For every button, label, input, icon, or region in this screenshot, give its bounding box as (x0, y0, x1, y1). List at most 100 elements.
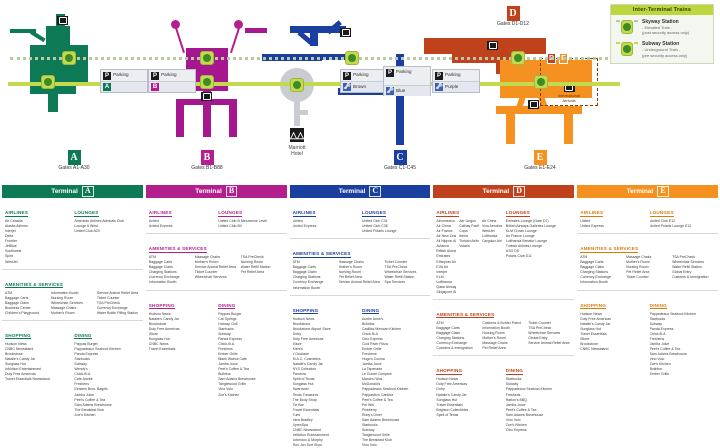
list-item[interactable]: Sunglass Hut (148, 336, 170, 341)
list-item[interactable]: Sam Adams Brewhouse (505, 412, 544, 417)
list-item[interactable]: Mother's Room (338, 265, 363, 270)
subway-station-b[interactable] (200, 75, 214, 89)
list-item[interactable]: Vino Volo (218, 387, 233, 392)
list-item[interactable]: Jamba Juice (505, 402, 526, 407)
list-item[interactable]: Sunglass Hut (5, 362, 26, 367)
list-item[interactable]: XpresSpa (292, 422, 308, 427)
list-item[interactable]: Baggage Claim (5, 300, 29, 305)
list-item[interactable]: Panda Express (74, 352, 99, 356)
parking-box-a[interactable]: P Parking A (100, 69, 148, 93)
list-item[interactable]: Lufthansa Senator Lounge (505, 239, 548, 244)
list-item[interactable]: Nursing Room (482, 331, 505, 336)
list-item[interactable]: Pappasito's Cantina (362, 392, 394, 397)
list-item[interactable]: iStore (148, 331, 158, 336)
list-item[interactable]: Travel Essentials (292, 407, 320, 412)
list-item[interactable]: Interjet (436, 269, 448, 274)
list-item[interactable]: TSA PreCheck (384, 265, 408, 270)
list-item[interactable]: McDonald's (362, 382, 381, 387)
terminal-a-roadway-diag[interactable] (29, 30, 46, 43)
list-item[interactable]: TSA PreCheck (96, 300, 120, 305)
list-item[interactable]: British Airways (436, 249, 456, 254)
terminal-a-pier-south-stub[interactable] (48, 94, 58, 112)
list-item[interactable]: Brookstone (5, 352, 23, 356)
list-item[interactable]: Baggage Carts (148, 260, 173, 265)
list-item[interactable]: Charging Stations (580, 270, 609, 275)
terminal-c-baggage-claim-icon[interactable] (340, 28, 351, 37)
list-item[interactable]: Customs & Immigration (436, 346, 473, 351)
list-item[interactable]: Subway (218, 331, 231, 336)
list-item[interactable]: Starbucks (505, 377, 522, 382)
list-item[interactable]: Sam Adams Brewhouse (74, 402, 112, 407)
list-item[interactable]: United Club C38 (362, 224, 388, 229)
list-item[interactable]: Cargolux Airlines (481, 239, 502, 244)
list-item[interactable]: Freshens (649, 336, 665, 341)
list-item[interactable]: Starbucks (74, 357, 90, 362)
list-item[interactable]: ATM (580, 255, 588, 260)
list-item[interactable]: Freshens (505, 392, 521, 397)
list-item[interactable]: Ember Grille (649, 372, 670, 377)
list-item[interactable]: Subway (74, 362, 87, 367)
list-item[interactable]: Pei Wei (362, 402, 374, 407)
list-item[interactable]: Massage Chairs (194, 255, 221, 260)
list-item[interactable]: Sam Adams Brewhouse (218, 377, 256, 382)
list-item[interactable]: Cibo Express (362, 336, 383, 341)
list-item[interactable]: Bullritos (649, 367, 663, 372)
list-item[interactable]: Starbucks (649, 316, 666, 321)
list-item[interactable]: L'Occitane (292, 352, 310, 356)
list-item[interactable]: Ruby's Diner (362, 412, 382, 417)
list-item[interactable]: Polaris Club D11 (505, 254, 532, 259)
list-item[interactable]: Subway (505, 382, 519, 387)
list-item[interactable]: Water Bottle Filling Station (96, 310, 138, 315)
list-item[interactable]: Viva Aerobus (481, 224, 502, 229)
list-item[interactable]: Peet's Coffee & Tea (74, 397, 106, 402)
list-item[interactable]: United Express (148, 224, 173, 229)
list-item[interactable]: Customs & Immigration (672, 275, 709, 280)
list-item[interactable]: iStore (580, 336, 590, 341)
list-item[interactable]: Jamba Juice (218, 362, 238, 367)
list-item[interactable]: Spirit (5, 254, 13, 259)
list-item[interactable]: The Breakfast Klub (362, 438, 392, 443)
list-item[interactable]: Peet's Coffee & Tea (362, 397, 393, 402)
list-item[interactable]: CNBC Newsstand (580, 346, 609, 351)
list-item[interactable]: M.A.C. Cosmetics (292, 357, 321, 362)
list-item[interactable]: TSA PreCheck (528, 326, 552, 330)
list-item[interactable]: Currency Exchange (292, 280, 324, 285)
list-item[interactable]: KLM (436, 274, 444, 279)
skyway-station-d[interactable] (511, 51, 525, 65)
terminal-b-pier-west[interactable] (176, 99, 184, 137)
list-item[interactable]: Duty Free Americas (148, 326, 180, 331)
list-item[interactable]: Lufthansa (481, 234, 498, 239)
list-item[interactable]: Information Booth (482, 326, 510, 330)
skyway-station-b[interactable] (200, 51, 214, 65)
terminal-e-pier-east[interactable] (564, 106, 573, 144)
list-item[interactable]: Pet Relief Area (482, 346, 506, 351)
list-item[interactable]: Baggage Claim (292, 270, 317, 275)
list-item[interactable]: Alaska Airlines (5, 224, 28, 229)
list-item[interactable]: Pandora (292, 372, 306, 377)
list-item[interactable]: Baggage Claim (580, 265, 605, 270)
list-item[interactable]: Zoe's Kitchen (218, 392, 240, 397)
list-item[interactable]: Information Booth (292, 285, 321, 290)
list-item[interactable]: Travel Essentials (580, 331, 607, 336)
subway-station-e[interactable] (534, 75, 548, 89)
list-item[interactable]: Spa Services (384, 280, 406, 285)
terminal-a-concourse-north[interactable] (46, 26, 70, 48)
list-item[interactable]: United Express (292, 224, 317, 229)
list-item[interactable]: Air France Lounge (505, 234, 535, 239)
list-item[interactable]: Vera Bradley (292, 417, 313, 422)
legend-item-skyway[interactable]: Skyway Station - Elevated Train - (post … (611, 15, 713, 37)
list-item[interactable]: All Nippon Airways (ANA) (436, 239, 456, 244)
list-item[interactable]: Bullritos (218, 372, 231, 377)
list-item[interactable]: Sunglass Hut (292, 382, 314, 387)
list-item[interactable]: Sam Adams Brewhouse (649, 352, 687, 356)
terminal-b-baggage-claim-icon[interactable] (201, 92, 212, 101)
list-item[interactable]: United Club E12 (649, 219, 676, 223)
list-item[interactable]: Panda Express (649, 326, 674, 331)
list-item[interactable]: Charging Stations (148, 270, 177, 275)
list-item[interactable]: Ticket Counter (384, 260, 408, 265)
list-item[interactable]: Pet Relief Area (240, 270, 265, 275)
list-item[interactable]: The Breakfast Klub (74, 407, 105, 412)
list-item[interactable]: Nursing Room (240, 260, 264, 265)
list-item[interactable]: Air China (436, 224, 451, 229)
